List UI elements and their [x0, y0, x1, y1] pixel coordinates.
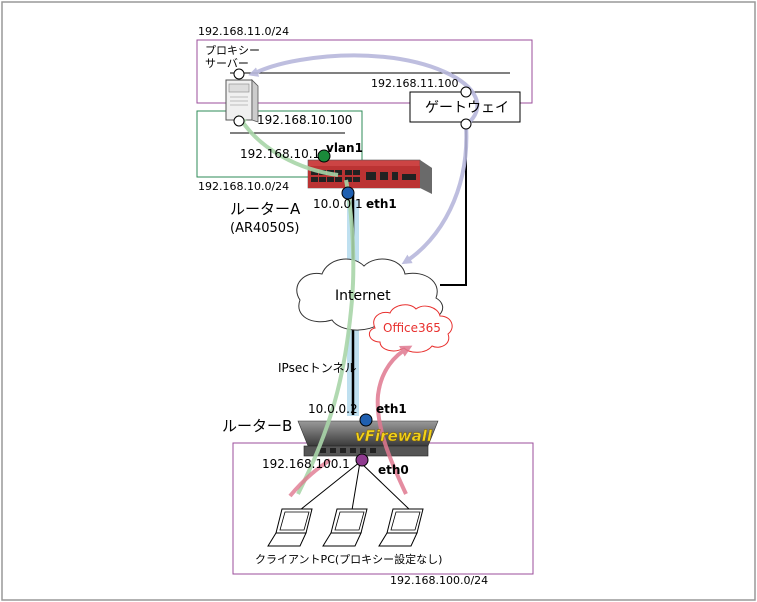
lan-a-network-label: 192.168.10.0/24 [198, 180, 289, 193]
router-a-vlan-ip: 192.168.10.1 [240, 147, 320, 161]
client-3-office365-flow [375, 345, 413, 495]
gateway-inside-port [460, 86, 472, 98]
gateway-name: ゲートウェイ [425, 100, 509, 116]
client-pc-3 [378, 508, 424, 547]
lan-a-box [196, 110, 363, 178]
proxy-net-port [233, 68, 245, 80]
tunnel-to-proxy-flow [237, 114, 339, 177]
lan-b-network-label: 192.168.100.0/24 [390, 574, 488, 587]
vfirewall-brand: vFirewall [355, 427, 433, 445]
gateway-internet-link [440, 125, 467, 286]
gateway-ip: 192.168.11.100 [371, 77, 458, 90]
client-links [299, 461, 411, 511]
router-a-device [307, 159, 432, 194]
router-a-wan-if: eth1 [366, 197, 397, 211]
proxy-server-name-1: プロキシー [205, 44, 260, 57]
proxy-server-icon [225, 79, 259, 123]
router-a-name: ルーターA [230, 200, 301, 218]
client-tunnel-flow [296, 179, 356, 495]
proxy-lan-port [233, 115, 245, 127]
client-1-breakout-flow [288, 458, 332, 498]
proxy-network-label: 192.168.11.0/24 [198, 25, 289, 38]
gateway-outside-port [460, 118, 472, 130]
clients-label: クライアントPC(プロキシー設定なし) [255, 552, 442, 566]
proxy-lan-ip: 192.168.10.100 [257, 113, 352, 127]
router-a-model: (AR4050S) [230, 221, 299, 236]
gateway-internet-flow [401, 124, 469, 265]
client-pc-1 [267, 508, 313, 547]
proxy-gateway-flow [248, 53, 480, 127]
router-a-eth1-port [341, 186, 355, 200]
proxy-network-box [196, 39, 533, 104]
router-b-wan-if: eth1 [376, 402, 407, 416]
router-b-lan-ip: 192.168.100.1 [262, 457, 350, 471]
router-b-name: ルーターB [222, 417, 292, 435]
router-b-eth1-port [359, 413, 373, 427]
internet-label: Internet [335, 288, 391, 304]
tunnel-label: IPsecトンネル [278, 361, 357, 375]
router-b-device [297, 420, 439, 457]
router-b-lan-if: eth0 [378, 463, 409, 477]
router-b-eth0-port [355, 453, 369, 467]
client-pc-2 [322, 508, 368, 547]
router-a-wan-ip: 10.0.0.1 [313, 197, 363, 211]
office365-cloud [368, 304, 453, 353]
router-a-vlan-if: vlan1 [326, 141, 363, 155]
router-b-wan-ip: 10.0.0.2 [308, 402, 358, 416]
office365-label: Office365 [383, 321, 441, 335]
vlan1-port [317, 149, 331, 163]
proxy-server-name-2: サーバー [205, 57, 249, 70]
